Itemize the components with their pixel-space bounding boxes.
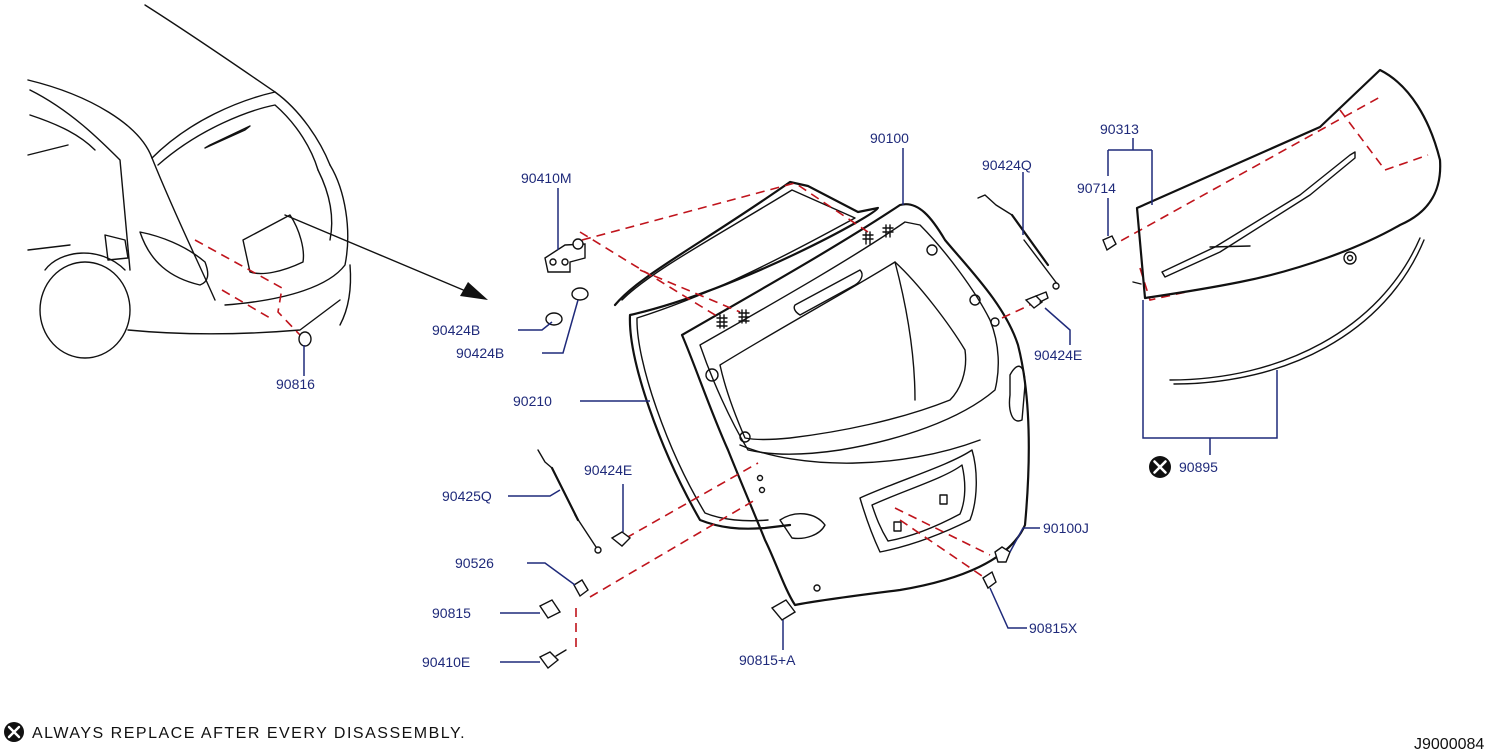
label-90424B-lower: 90424B: [456, 345, 504, 361]
spoiler-90313: [1102, 68, 1442, 300]
studs-top: [716, 224, 894, 329]
label-90815A: 90815+A: [739, 652, 796, 668]
label-90210: 90210: [513, 393, 552, 409]
gas-stay-90424Q: [977, 194, 1060, 290]
weatherstrip-90210: [613, 180, 880, 530]
stopper-90424E-left: [610, 531, 632, 547]
plug-90816: [298, 331, 312, 347]
leader-lines: [303, 138, 1278, 663]
bolt-90410E: [538, 649, 567, 670]
label-90425Q: 90425Q: [442, 488, 492, 504]
vehicle-rear-view: [27, 4, 352, 359]
nut-90100J: [994, 546, 1011, 563]
label-90815X: 90815X: [1029, 620, 1078, 636]
pad-90815X: [982, 570, 997, 590]
gas-stay-90425Q: [537, 449, 602, 554]
label-90313: 90313: [1100, 121, 1139, 137]
part-labels: 90100 90410M 90424Q 90313 90714 90424B 9…: [276, 121, 1218, 670]
bumper-90424B-lower: [545, 312, 563, 326]
pin-90815: [538, 599, 562, 619]
stopper-90424E-right: [1024, 291, 1049, 309]
pin-90815A: [770, 599, 797, 621]
diagram-code: J9000084: [1414, 736, 1484, 750]
label-90816: 90816: [276, 376, 315, 392]
label-90410E: 90410E: [422, 654, 470, 670]
label-90526: 90526: [455, 555, 494, 571]
label-90895: 90895: [1179, 459, 1218, 475]
tailgate-panel-90100: [680, 203, 1030, 607]
clip-90526: [573, 579, 589, 598]
hinge-90410M: [544, 238, 586, 273]
label-90424E-left: 90424E: [584, 462, 632, 478]
x-circle-icon: [4, 722, 24, 742]
label-90714: 90714: [1077, 180, 1116, 196]
fastening-guides: [575, 96, 1429, 650]
label-90424B-upper: 90424B: [432, 322, 480, 338]
label-90410M: 90410M: [521, 170, 572, 186]
seal-strip-90895: [1132, 237, 1425, 385]
arrowhead-icon: [460, 282, 488, 300]
bumper-90424B-upper: [571, 287, 589, 301]
label-90100J: 90100J: [1043, 520, 1089, 536]
detail-arrow: [284, 214, 488, 300]
replacement-note: ALWAYS REPLACE AFTER EVERY DISASSEMBLY.: [32, 725, 466, 742]
label-90424E-right: 90424E: [1034, 347, 1082, 363]
label-90100: 90100: [870, 130, 909, 146]
footer-note: ALWAYS REPLACE AFTER EVERY DISASSEMBLY.: [4, 722, 466, 742]
label-90815: 90815: [432, 605, 471, 621]
x-circle-icon: [1149, 456, 1171, 478]
label-90424Q: 90424Q: [982, 157, 1032, 173]
